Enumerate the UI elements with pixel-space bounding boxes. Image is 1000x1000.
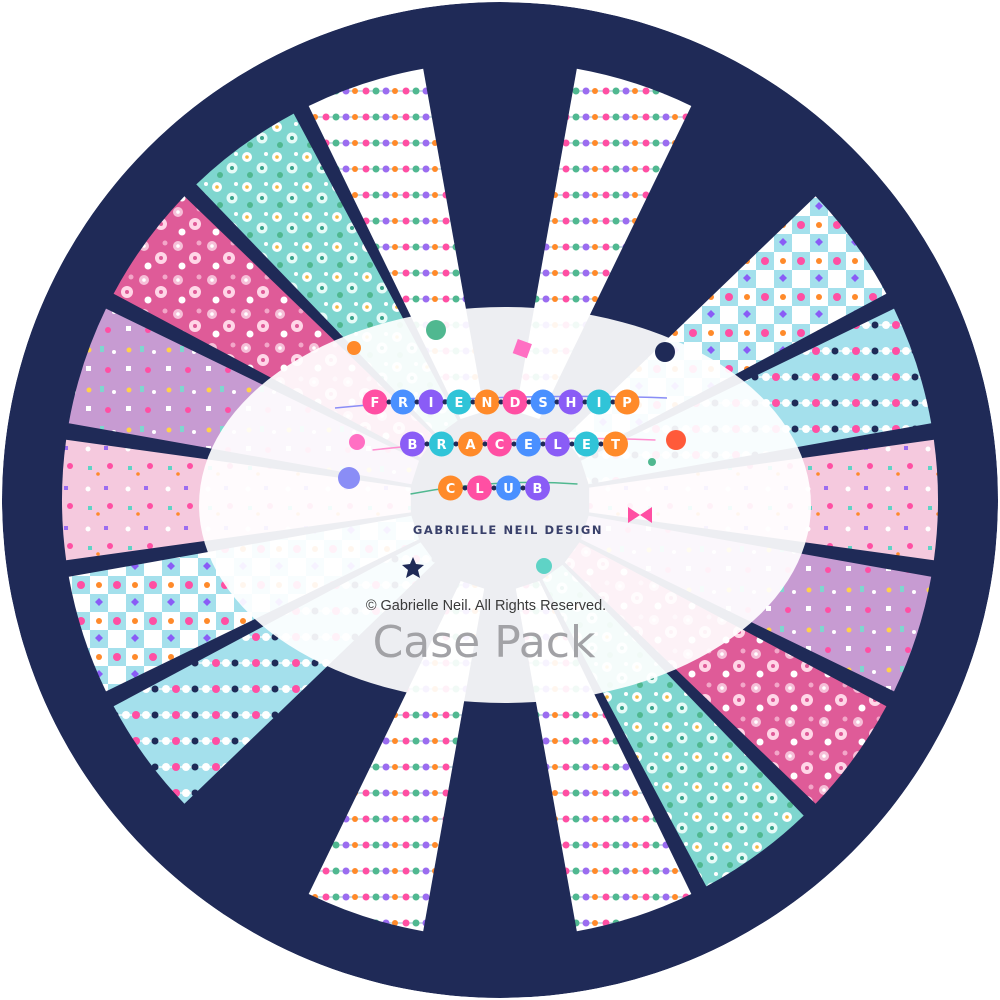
letter-bead [502, 389, 528, 415]
letter-bead [516, 431, 541, 457]
letter-bead [530, 389, 556, 415]
spacer-bead [498, 399, 504, 405]
spacer-bead [453, 441, 459, 447]
copyright-text: © Gabrielle Neil. All Rights Reserved. [366, 598, 606, 614]
spacer-bead [414, 399, 420, 405]
spacer-bead [482, 441, 488, 447]
letter-bead-text: H [566, 396, 577, 411]
spacer-bead [520, 485, 526, 491]
letter-bead-text: E [524, 438, 533, 453]
bracelet-string [410, 481, 578, 495]
butterfly-icon [628, 507, 652, 523]
flower-bead [338, 467, 360, 489]
logo-decorations [338, 320, 686, 578]
letter-bead-text: L [553, 438, 561, 453]
letter-bead [574, 431, 599, 457]
letter-bead [429, 431, 454, 457]
letter-bead [400, 431, 425, 457]
letter-bead-text: R [398, 396, 408, 411]
spacer-bead [582, 399, 588, 405]
letter-bead [418, 389, 444, 415]
letter-bead-text: R [436, 438, 446, 453]
spacer-bead [462, 485, 468, 491]
letter-bead-text: D [510, 396, 521, 411]
letter-bead-text: C [495, 438, 505, 453]
letter-bead-text: I [597, 396, 602, 411]
green-dot [648, 458, 656, 466]
letter-bead-text: B [533, 482, 543, 497]
letter-bead [467, 475, 492, 501]
friendship-bracelet-club-logo: F R I E N D S H I P B R A C E L E T C L U B [334, 389, 668, 501]
letter-bead-text: L [475, 482, 483, 497]
letter-bead-text: N [482, 396, 493, 411]
letter-bead [496, 475, 521, 501]
letter-bead [362, 389, 388, 415]
letter-bead [474, 389, 500, 415]
letter-bead-text: T [611, 438, 620, 453]
letter-bead [586, 389, 612, 415]
letter-bead [558, 389, 584, 415]
spacer-bead [610, 399, 616, 405]
orange-bead [347, 341, 361, 355]
letter-bead-text: S [538, 396, 547, 411]
letter-bead-text: I [429, 396, 434, 411]
letter-bead-text: C [446, 482, 456, 497]
spacer-bead [442, 399, 448, 405]
aqua-bead [536, 558, 552, 574]
spacer-bead [598, 441, 604, 447]
designer-name: GABRIELLE NEIL DESIGN [413, 523, 603, 537]
letter-bead-text: F [371, 396, 380, 411]
letter-bead [545, 431, 570, 457]
spacer-bead [511, 441, 517, 447]
orange-flower [666, 430, 686, 450]
spacer-bead [569, 441, 575, 447]
peace-bead [349, 434, 365, 450]
letter-bead [438, 475, 463, 501]
letter-bead [446, 389, 472, 415]
star-icon [402, 557, 424, 578]
heart-bead [655, 342, 675, 362]
green-flower-bead [426, 320, 446, 340]
case-pack-title: Case Pack [373, 617, 596, 668]
letter-bead-text: A [465, 438, 475, 453]
letter-bead-text: E [455, 396, 464, 411]
letter-bead-text: U [503, 482, 514, 497]
letter-bead [458, 431, 483, 457]
letter-bead-text: B [408, 438, 418, 453]
spacer-bead [470, 399, 476, 405]
letter-bead [487, 431, 512, 457]
letter-bead-text: P [622, 396, 632, 411]
spacer-bead [526, 399, 532, 405]
spacer-bead [424, 441, 430, 447]
letter-bead [603, 431, 628, 457]
letter-bead [614, 389, 640, 415]
letter-bead-text: E [582, 438, 591, 453]
spacer-bead [386, 399, 392, 405]
letter-bead [390, 389, 416, 415]
spacer-bead [491, 485, 497, 491]
spacer-bead [554, 399, 560, 405]
pink-square-bead [512, 339, 532, 359]
letter-bead [525, 475, 550, 501]
spacer-bead [540, 441, 546, 447]
